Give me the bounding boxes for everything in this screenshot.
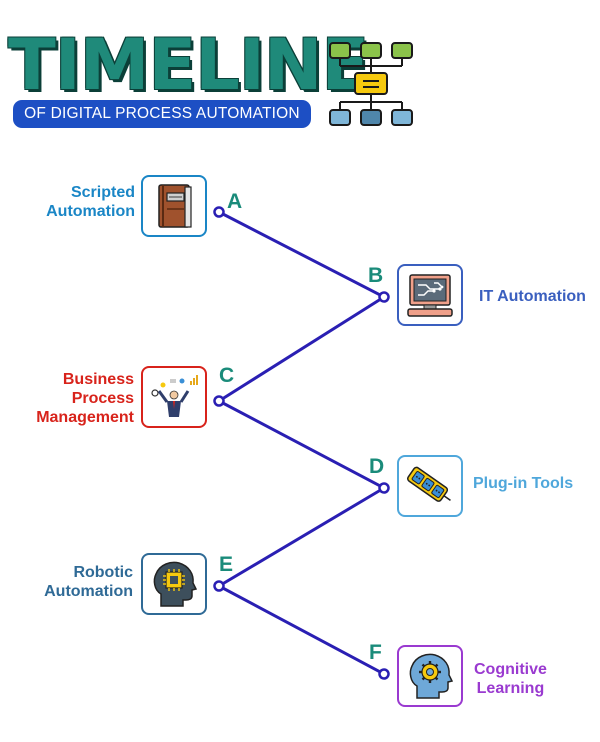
milestone-icon-box-b (397, 264, 463, 326)
node-b (378, 291, 390, 303)
milestone-label-c: Business Process Management (36, 371, 134, 426)
page-title: TIMELINE (8, 24, 369, 106)
milestone-label-d: Plug-in Tools (473, 475, 574, 492)
head-chip-icon (153, 561, 198, 607)
milestone-icon-box-c (141, 366, 207, 428)
milestone-letter-f: F (369, 641, 382, 664)
milestone-label-a: Scripted Automation (46, 184, 135, 220)
book-icon (158, 184, 192, 228)
milestone-icon-box-a (141, 175, 207, 237)
milestone-label-e: Robotic Automation (44, 564, 133, 600)
power-strip-icon (406, 466, 451, 502)
head-gear-icon (409, 653, 454, 699)
milestone-letter-b: B (368, 264, 384, 287)
milestone-letter-d: D (369, 455, 385, 478)
computer-circuit-icon (407, 274, 453, 317)
flowchart-hierarchy-icon (329, 42, 413, 126)
businessman-ideas-icon (151, 375, 198, 417)
milestone-icon-box-f (397, 645, 463, 707)
milestone-letter-e: E (219, 553, 234, 576)
node-c (213, 395, 225, 407)
milestone-letter-a: A (227, 190, 243, 213)
milestone-icon-box-d (397, 455, 463, 517)
node-f (378, 668, 390, 680)
milestone-label-b: IT Automation (479, 288, 586, 305)
subtitle-banner: OF DIGITAL PROCESS AUTOMATION (13, 100, 311, 128)
node-a (213, 206, 225, 218)
milestone-letter-c: C (219, 364, 235, 387)
node-d (378, 482, 390, 494)
node-e (213, 580, 225, 592)
milestone-icon-box-e (141, 553, 207, 615)
subtitle-text: OF DIGITAL PROCESS AUTOMATION (24, 105, 300, 122)
milestone-label-f: Cognitive Learning (474, 661, 547, 697)
